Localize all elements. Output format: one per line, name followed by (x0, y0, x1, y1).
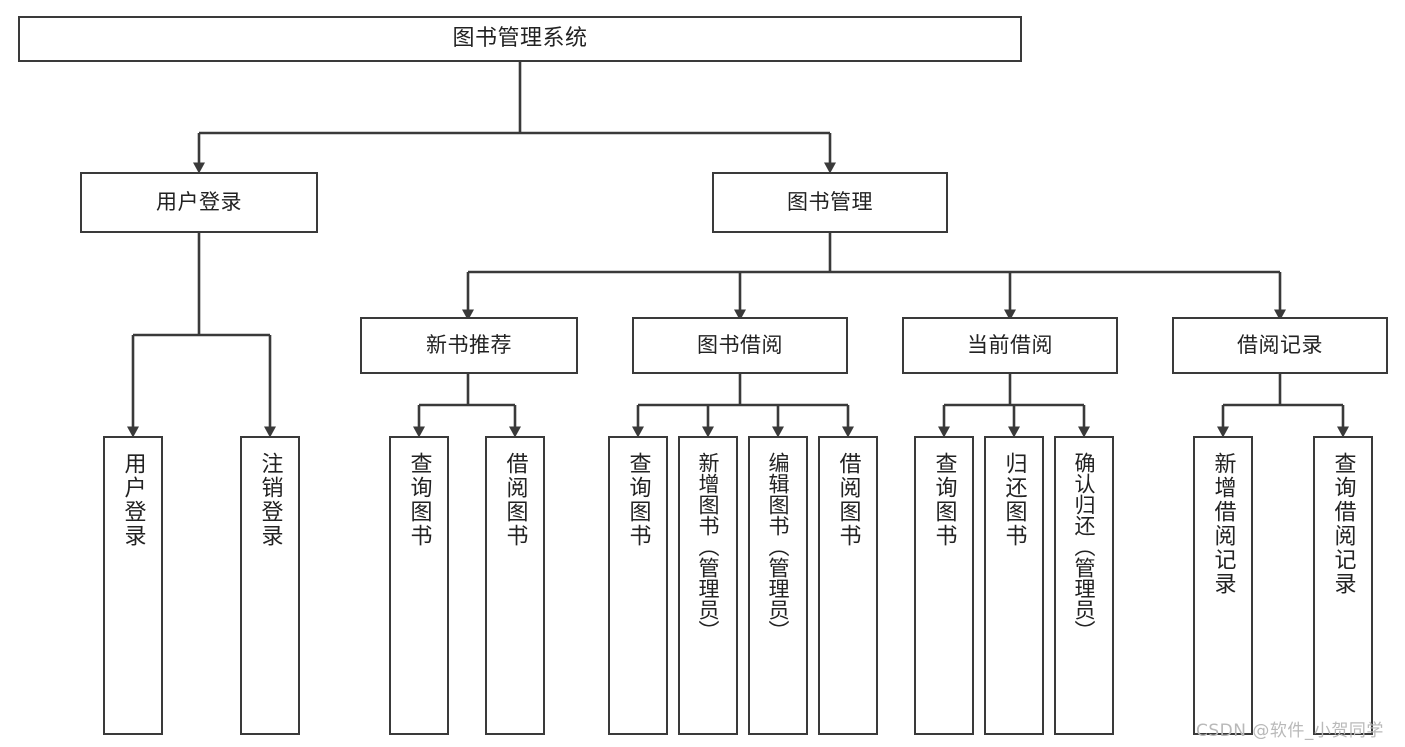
node-book-management[interactable]: 图书管理 (712, 172, 948, 233)
node-label: 查询图书 (406, 452, 432, 548)
node-label: 注销登录 (257, 452, 283, 548)
leaf-user-login-logout[interactable]: 注销登录 (240, 436, 300, 735)
node-label: 借阅图书 (502, 452, 528, 548)
node-label: 查询图书 (931, 452, 957, 548)
node-root-book-management-system[interactable]: 图书管理系统 (18, 16, 1022, 62)
node-label: 新增图书（管理员） (696, 452, 721, 641)
node-label: 图书管理系统 (452, 26, 588, 52)
node-book-borrow[interactable]: 图书借阅 (632, 317, 848, 374)
node-label: 当前借阅 (967, 333, 1053, 358)
node-borrow-record[interactable]: 借阅记录 (1172, 317, 1388, 374)
leaf-new-book-query-books[interactable]: 查询图书 (389, 436, 449, 735)
node-label: 新书推荐 (426, 333, 512, 358)
node-label: 确认归还（管理员） (1072, 452, 1097, 641)
leaf-book-borrow-borrow-books[interactable]: 借阅图书 (818, 436, 878, 735)
node-label: 借阅图书 (835, 452, 861, 548)
node-label: 借阅记录 (1237, 333, 1323, 358)
leaf-user-login-login[interactable]: 用户登录 (103, 436, 163, 735)
node-label: 图书借阅 (697, 333, 783, 358)
node-label: 用户登录 (120, 452, 146, 548)
leaf-current-borrow-return-books[interactable]: 归还图书 (984, 436, 1044, 735)
leaf-book-borrow-add-book-admin[interactable]: 新增图书（管理员） (678, 436, 738, 735)
leaf-borrow-record-add-record[interactable]: 新增借阅记录 (1193, 436, 1253, 735)
node-current-borrow[interactable]: 当前借阅 (902, 317, 1118, 374)
csdn-watermark: CSDN @软件_小贺同学 (1196, 721, 1384, 741)
node-label: 新增借阅记录 (1210, 452, 1236, 596)
leaf-book-borrow-query-books[interactable]: 查询图书 (608, 436, 668, 735)
node-label: 查询图书 (625, 452, 651, 548)
leaf-borrow-record-query-record[interactable]: 查询借阅记录 (1313, 436, 1373, 735)
node-label: 编辑图书（管理员） (766, 452, 791, 641)
leaf-book-borrow-edit-book-admin[interactable]: 编辑图书（管理员） (748, 436, 808, 735)
node-label: 查询借阅记录 (1330, 452, 1356, 596)
node-label: 归还图书 (1001, 452, 1027, 548)
node-new-book-recommend[interactable]: 新书推荐 (360, 317, 578, 374)
leaf-current-borrow-confirm-return-admin[interactable]: 确认归还（管理员） (1054, 436, 1114, 735)
node-user-login[interactable]: 用户登录 (80, 172, 318, 233)
leaf-new-book-borrow-books[interactable]: 借阅图书 (485, 436, 545, 735)
node-label: 用户登录 (156, 190, 242, 215)
node-label: 图书管理 (787, 190, 873, 215)
leaf-current-borrow-query-books[interactable]: 查询图书 (914, 436, 974, 735)
